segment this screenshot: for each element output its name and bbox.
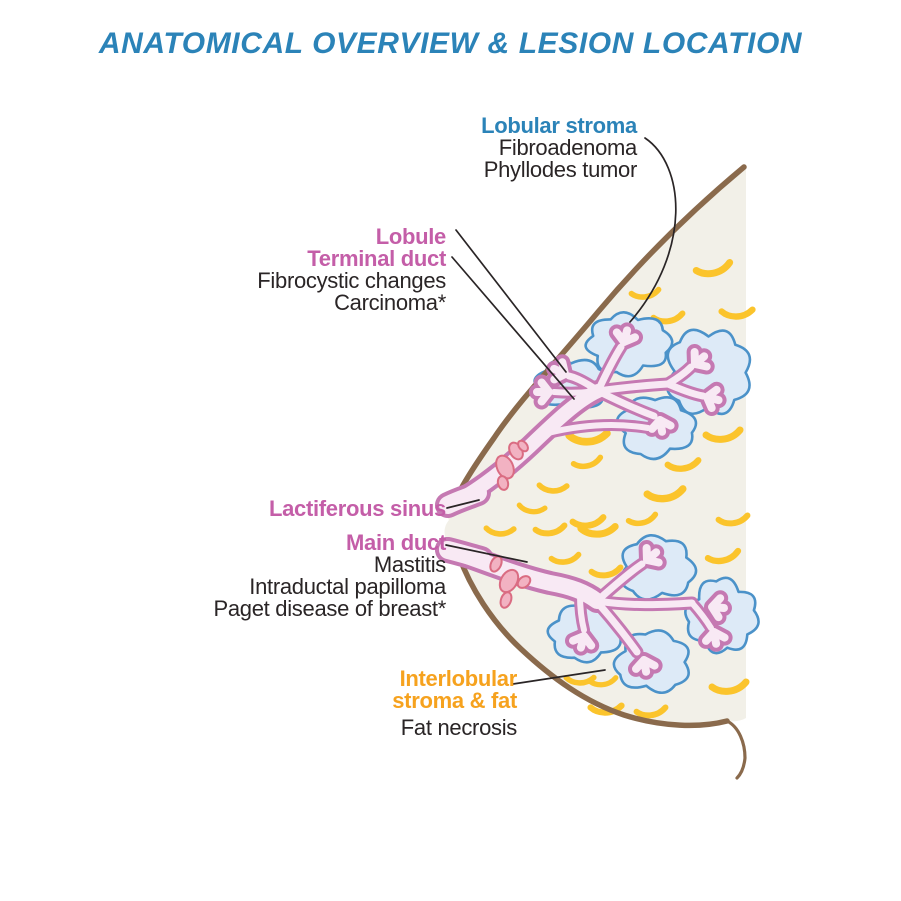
- structure-label-terminal-duct: Terminal duct: [307, 246, 446, 271]
- leader-lines: [445, 137, 677, 685]
- leader-lobule: [455, 229, 567, 373]
- areolar-glands: [489, 439, 532, 609]
- lesion-mastitis: Mastitis: [373, 552, 446, 577]
- structure-label-stroma-fat: stroma & fat: [392, 688, 517, 713]
- leader-lobular-stroma: [629, 137, 677, 323]
- leader-terminal-duct: [451, 256, 575, 400]
- leader-lactiferous-sinus: [446, 499, 480, 509]
- duct-systems: [435, 322, 733, 680]
- structure-label-main-duct: Main duct: [346, 530, 446, 555]
- lesion-intraductal-papilloma: Intraductal papilloma: [249, 574, 446, 599]
- label-group-lobular-stroma: Lobular stroma Fibroadenoma Phyllodes tu…: [481, 115, 637, 181]
- label-group-lactiferous-sinus: Lactiferous sinus: [269, 498, 446, 520]
- lesion-fibroadenoma: Fibroadenoma: [498, 135, 638, 160]
- skin-outline-bottom: [456, 553, 730, 729]
- leader-interlobular-stroma: [512, 669, 606, 685]
- skin-tail-flick: [725, 719, 747, 780]
- structure-label-lobule: Lobule: [375, 224, 447, 249]
- fat-squiggles: [483, 259, 756, 719]
- label-group-lobule-terminal-duct: Lobule Terminal duct Fibrocystic changes…: [257, 226, 446, 314]
- lesion-paget-disease: Paget disease of breast*: [213, 596, 446, 621]
- leader-main-duct: [445, 544, 528, 563]
- label-group-interlobular-stroma: Interlobular stroma & fat Fat necrosis: [392, 668, 517, 739]
- lesion-fibrocystic-changes: Fibrocystic changes: [257, 268, 446, 293]
- page-title: ANATOMICAL OVERVIEW & LESION LOCATION: [98, 27, 803, 60]
- label-group-main-duct: Main duct Mastitis Intraductal papilloma…: [213, 532, 446, 620]
- lesion-phyllodes-tumor: Phyllodes tumor: [483, 157, 638, 182]
- structure-label-lobular-stroma: Lobular stroma: [481, 113, 637, 138]
- structure-label-lactiferous-sinus: Lactiferous sinus: [268, 496, 446, 521]
- structure-label-interlobular: Interlobular: [399, 666, 518, 691]
- lesion-fat-necrosis: Fat necrosis: [400, 715, 518, 740]
- skin-outline-top: [453, 164, 747, 502]
- lesion-carcinoma: Carcinoma*: [334, 290, 446, 315]
